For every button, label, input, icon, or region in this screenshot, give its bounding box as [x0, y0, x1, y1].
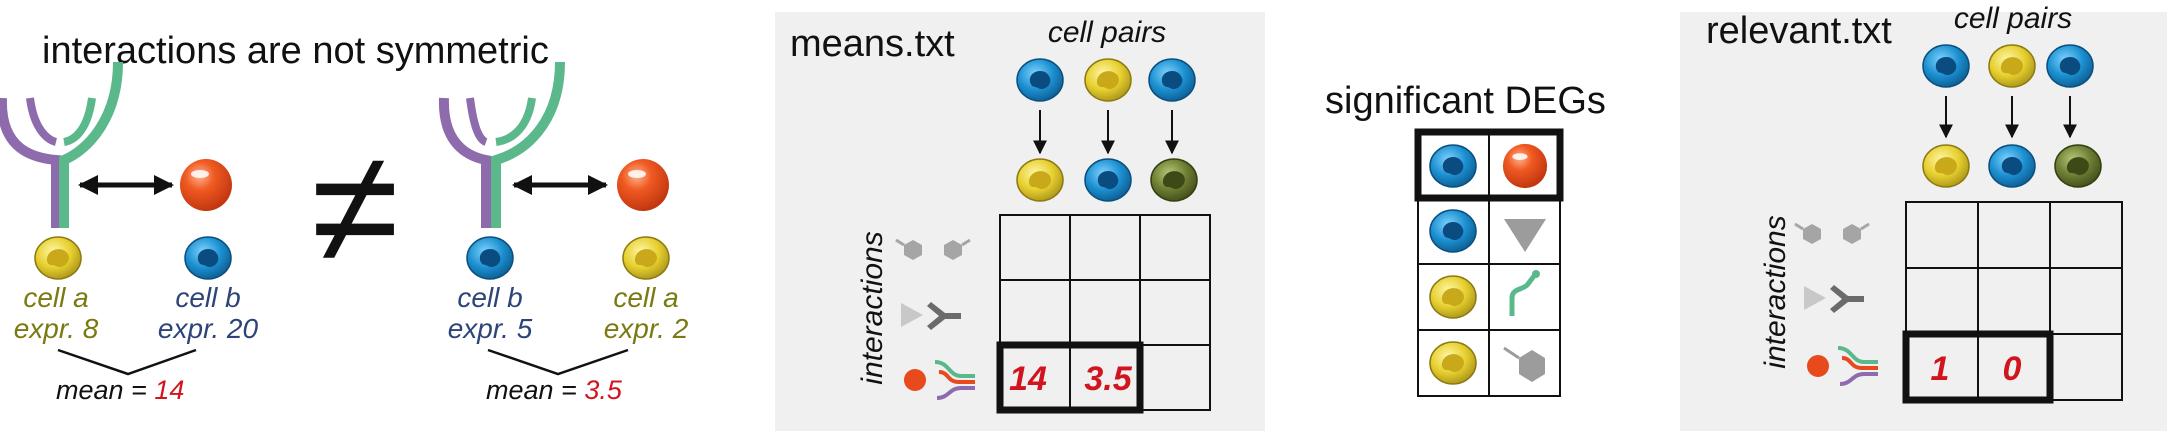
- highlight-box: [1902, 330, 2054, 404]
- cell-blue-icon: [184, 236, 232, 280]
- mean-bracket: [57, 348, 197, 376]
- cell-olive-icon: [2054, 144, 2102, 188]
- ligand-icon: [617, 159, 669, 211]
- mean-bracket: [487, 348, 629, 376]
- means-panel: means.txt cell pairs interactions 14 3.5: [775, 12, 1265, 431]
- cell-yellow-icon: [1084, 58, 1132, 102]
- pair2-mean: mean = 3.5: [486, 375, 623, 405]
- means-value-1: 14: [1009, 360, 1047, 398]
- pair1-expr-a: expr. 8: [14, 313, 99, 344]
- interactions-label: interactions: [856, 231, 889, 384]
- relevant-value-1: 1: [1931, 350, 1950, 388]
- interactions-label: interactions: [1759, 215, 1792, 368]
- cell-yellow-icon: [622, 236, 670, 280]
- cell-blue-icon: [1429, 144, 1477, 188]
- cell-yellow-icon: [1016, 158, 1064, 202]
- cell-blue-icon: [1922, 44, 1970, 88]
- pair2-label-a: cell b: [457, 282, 522, 313]
- means-grid: [999, 214, 1211, 411]
- highlight-box: [1414, 128, 1564, 202]
- not-equal-sign: ≠: [311, 117, 399, 296]
- pair1-expr-b: expr. 20: [158, 313, 259, 344]
- pair1-illustration: cell a expr. 8 cell b expr. 20 mean = 14: [0, 61, 259, 405]
- cell-blue-icon: [1016, 58, 1064, 102]
- hexagon-icon: [1503, 346, 1545, 382]
- cell-blue-icon: [466, 236, 514, 280]
- pair2-label-b: cell a: [613, 282, 678, 313]
- cell-yellow-icon: [1988, 44, 2036, 88]
- asymmetry-section: interactions are not symmetric cell a ex…: [0, 30, 689, 405]
- cell-blue-icon: [2046, 44, 2094, 88]
- cell-blue-icon: [1148, 58, 1196, 102]
- pair2-illustration: cell b expr. 5 cell a expr. 2 mean = 3.5: [438, 61, 689, 405]
- cell-blue-icon: [1084, 158, 1132, 202]
- cell-pairs-label: cell pairs: [1954, 2, 2072, 35]
- cell-yellow-icon: [1922, 144, 1970, 188]
- cell-pairs-label: cell pairs: [1048, 16, 1166, 49]
- degs-title: significant DEGs: [1325, 80, 1606, 122]
- pair1-mean: mean = 14: [56, 375, 184, 405]
- relevant-title: relevant.txt: [1706, 10, 1892, 52]
- pair2-expr-b: expr. 2: [604, 313, 689, 344]
- cell-blue-icon: [1429, 209, 1477, 253]
- degs-panel: significant DEGs: [1325, 80, 1606, 397]
- means-title: means.txt: [790, 23, 955, 65]
- cell-olive-icon: [1150, 158, 1198, 202]
- highlight-box: [996, 341, 1144, 414]
- pair1-label-b: cell b: [175, 282, 240, 313]
- relevant-panel: relevant.txt cell pairs interactions 1 0: [1680, 2, 2167, 431]
- cell-yellow-icon: [1429, 275, 1477, 319]
- section-title: interactions are not symmetric: [42, 30, 549, 72]
- receptor-icon: [438, 61, 565, 228]
- pair2-expr-a: expr. 5: [448, 313, 533, 344]
- cell-yellow-icon: [1429, 341, 1477, 385]
- pair1-label-a: cell a: [23, 282, 88, 313]
- cell-yellow-icon: [34, 236, 82, 280]
- triangle-icon: [1504, 219, 1546, 252]
- ligand-icon: [1502, 143, 1548, 189]
- cell-blue-icon: [1988, 144, 2036, 188]
- receptor-fragment-icon: [1509, 270, 1540, 316]
- relevant-value-2: 0: [2003, 350, 2022, 388]
- ligand-icon: [180, 159, 232, 211]
- receptor-icon: [0, 61, 123, 228]
- means-value-2: 3.5: [1084, 360, 1132, 398]
